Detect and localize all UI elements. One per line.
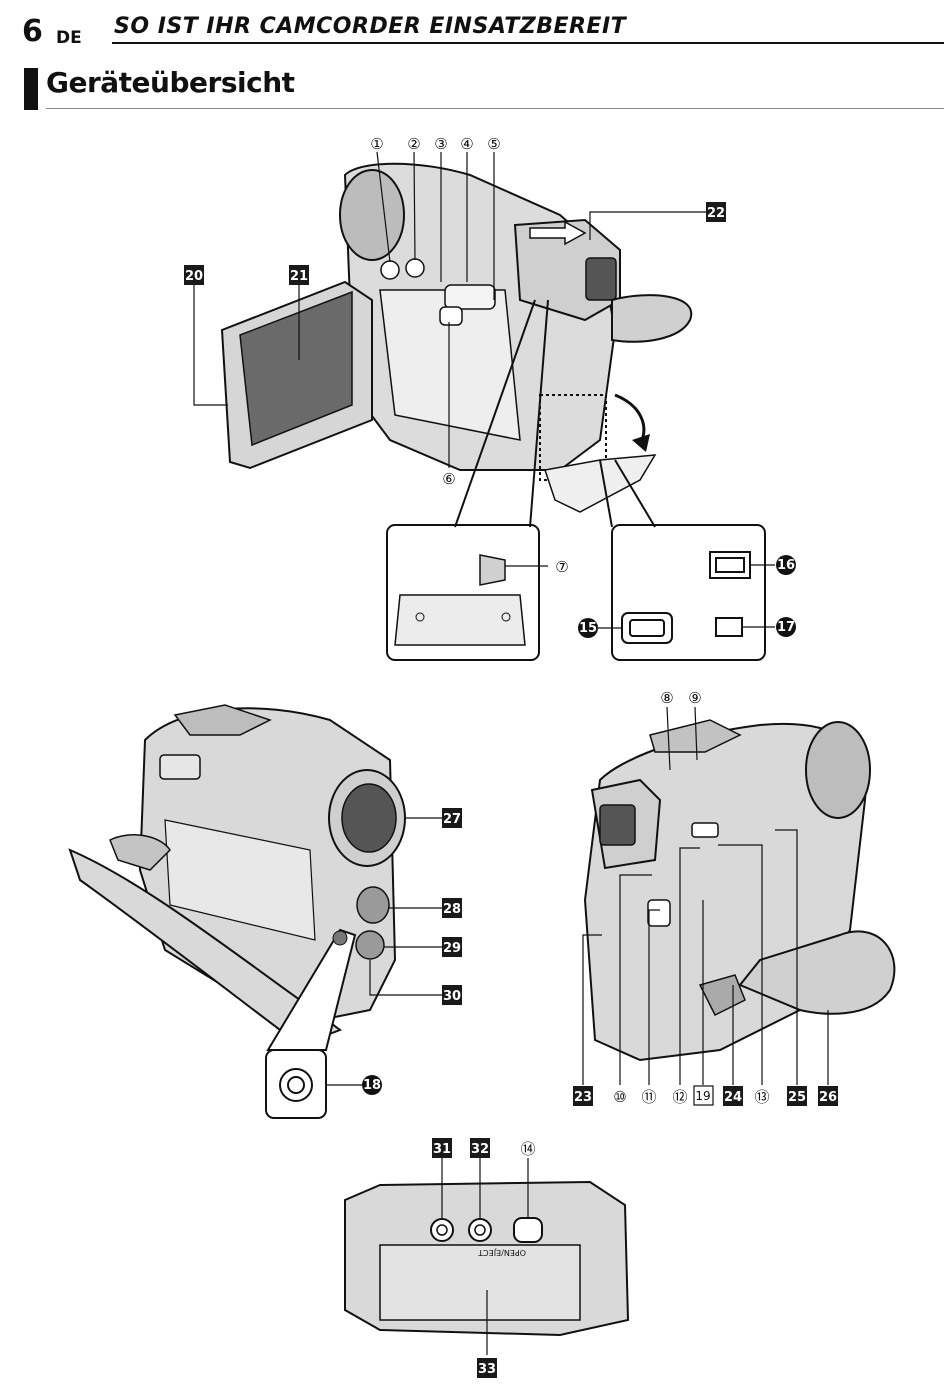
callout-lines-front bbox=[326, 817, 442, 1086]
callout-18: 18 bbox=[363, 1078, 381, 1093]
callout-20: 20 bbox=[185, 269, 203, 284]
callout-8: ⑧ bbox=[660, 689, 673, 707]
callout-9: ⑨ bbox=[688, 689, 701, 707]
callout-28: 28 bbox=[443, 902, 461, 917]
callout-13: ⑬ bbox=[754, 1088, 769, 1106]
callout-24: 24 bbox=[724, 1090, 742, 1105]
section-rule bbox=[46, 108, 944, 109]
callout-2: ② bbox=[407, 135, 420, 153]
page-number: 6 bbox=[22, 14, 43, 49]
zoom-detail-connectors bbox=[598, 459, 775, 661]
camcorder-front-illustration bbox=[68, 704, 406, 1119]
callout-25: 25 bbox=[788, 1090, 806, 1105]
callout-19: 19 bbox=[695, 1089, 710, 1103]
camcorder-rear-illustration bbox=[583, 719, 896, 1062]
callout-lines-bottom bbox=[441, 1158, 529, 1355]
callout-15: 15 bbox=[579, 621, 597, 636]
callout-27: 27 bbox=[443, 812, 461, 827]
callout-1: ① bbox=[370, 135, 383, 153]
callout-lines-rear bbox=[582, 706, 829, 1085]
callout-32: 32 bbox=[471, 1142, 489, 1157]
callout-14: ⑭ bbox=[520, 1140, 535, 1158]
callout-lines-top bbox=[193, 151, 706, 468]
callout-6: ⑥ bbox=[442, 470, 455, 488]
callout-21: 21 bbox=[290, 269, 308, 284]
chapter-title: SO IST IHR CAMCORDER EINSATZBEREIT bbox=[114, 14, 627, 39]
zoom-detail-tripod-mount bbox=[386, 299, 549, 661]
callout-7: ⑦ bbox=[555, 558, 568, 576]
callout-26: 26 bbox=[819, 1090, 837, 1105]
callout-4: ④ bbox=[460, 135, 473, 153]
callout-12: ⑫ bbox=[672, 1088, 687, 1106]
callout-17: 17 bbox=[777, 620, 795, 635]
section-marker bbox=[24, 68, 38, 110]
callout-29: 29 bbox=[443, 941, 461, 956]
callout-33: 33 bbox=[478, 1362, 496, 1377]
callout-30: 30 bbox=[443, 989, 461, 1004]
callout-23: 23 bbox=[574, 1090, 592, 1105]
callout-22: 22 bbox=[707, 206, 725, 221]
callout-3: ③ bbox=[434, 135, 447, 153]
callout-16: 16 bbox=[777, 558, 795, 573]
section-title: Geräteübersicht bbox=[46, 66, 295, 99]
open-eject-label: OPEN/EJECT bbox=[478, 1248, 526, 1257]
callout-11: ⑪ bbox=[641, 1088, 656, 1106]
callout-10: ⑩ bbox=[613, 1088, 626, 1106]
camcorder-open-lcd-illustration bbox=[220, 162, 693, 513]
callout-5: ⑤ bbox=[487, 135, 500, 153]
language-code: DE bbox=[56, 28, 82, 48]
camcorder-bottom-illustration: OPEN/EJECT bbox=[344, 1180, 630, 1337]
callout-31: 31 bbox=[433, 1142, 451, 1157]
header-rule bbox=[112, 42, 944, 44]
